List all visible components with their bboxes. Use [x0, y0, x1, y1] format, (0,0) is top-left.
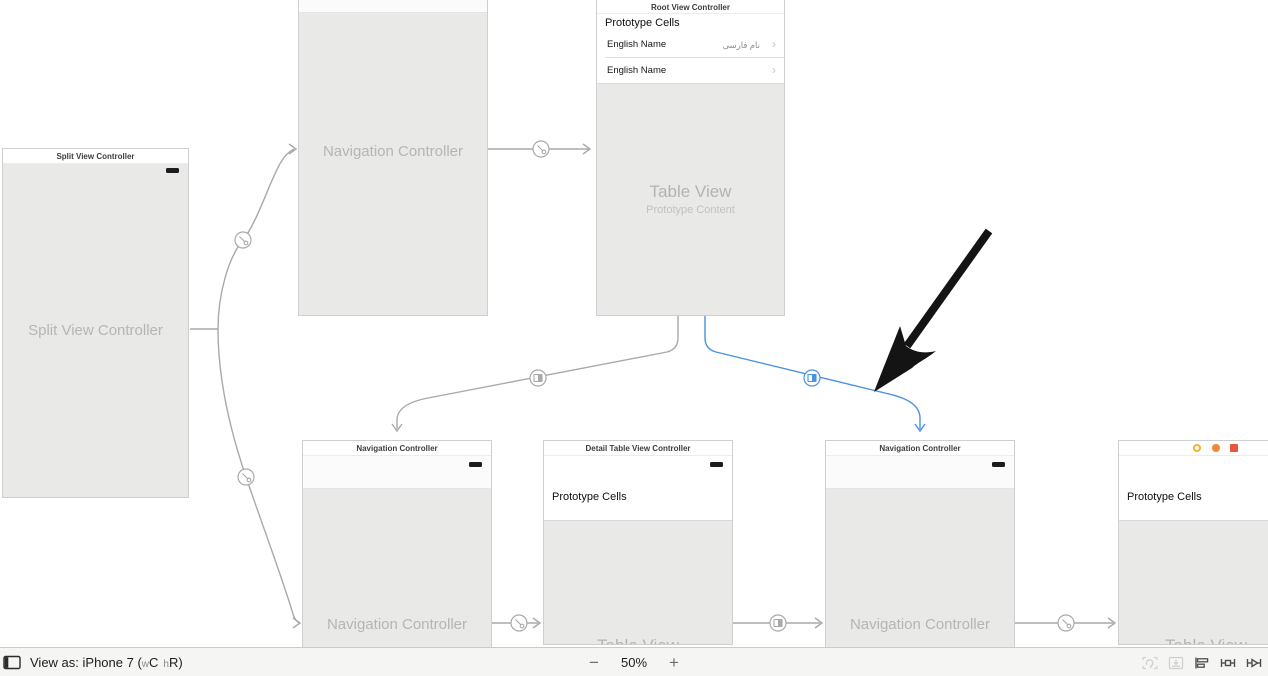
arrowhead [391, 423, 403, 433]
trait-r: R [168, 655, 179, 670]
arrowhead [1107, 617, 1117, 629]
segue-line-show-selected[interactable] [704, 316, 921, 429]
scene-title[interactable]: Navigation Controller [826, 441, 1014, 456]
table-row[interactable]: English Name › [597, 59, 784, 83]
zoom-controls: − 50% + [589, 648, 679, 676]
navigation-label: Navigation Controller [849, 616, 991, 633]
table-view-label: Table View [1119, 636, 1268, 644]
arrowhead [292, 617, 302, 629]
storyboard-canvas[interactable]: Split View Controller Split View Control… [0, 0, 1268, 647]
prototype-cells-header[interactable]: Prototype Cells [605, 17, 680, 29]
segue-line-master[interactable] [217, 148, 295, 330]
show-detail-segue-icon[interactable] [769, 614, 787, 632]
split-view-label: Split View Controller [28, 322, 163, 339]
zoom-out-button[interactable]: − [589, 653, 599, 672]
navigation-body[interactable]: Navigation Controller [826, 489, 1014, 647]
scene-title[interactable]: Navigation Controller [303, 441, 491, 456]
cell-label: English Name [607, 39, 667, 50]
scene-navigation-controller-bottom-right[interactable]: Navigation Controller Navigation Control… [825, 440, 1015, 647]
update-frames-icon [1142, 656, 1158, 669]
trait-c: C [149, 655, 159, 670]
scene-navigation-controller-bottom-left[interactable]: Navigation Controller Navigation Control… [302, 440, 492, 647]
prototype-content-label: Prototype Content [646, 204, 735, 216]
separator [1119, 520, 1268, 521]
scene-detail-table-view-controller[interactable]: Detail Table View Controller Prototype C… [543, 440, 733, 645]
resolve-layout-icon[interactable] [1245, 655, 1263, 671]
device-bar-toggle-icon[interactable] [3, 655, 23, 670]
scene-navigation-controller-top[interactable]: Navigation Controller [298, 0, 488, 316]
relationship-segue-icon[interactable] [234, 231, 252, 249]
segue-wires[interactable] [0, 0, 1268, 647]
scene-title[interactable]: Split View Controller [3, 149, 188, 164]
relationship-segue-icon[interactable] [1057, 614, 1075, 632]
navigation-bar[interactable] [303, 456, 491, 489]
scene-table-view-controller-partial[interactable]: Prototype Cells Table View [1118, 440, 1268, 645]
error-square-icon[interactable] [1230, 444, 1238, 452]
show-detail-segue-icon[interactable] [529, 369, 547, 387]
cell-detail: نام فارسی [722, 40, 760, 50]
show-detail-segue-icon-selected[interactable] [803, 369, 821, 387]
trait-h: h [163, 659, 169, 670]
table-view-area[interactable]: Table View Prototype Content [597, 84, 784, 315]
arrowhead [814, 617, 824, 629]
prototype-cells-header[interactable]: Prototype Cells [552, 491, 627, 503]
view-as-close: ) [178, 655, 183, 670]
separator [544, 520, 732, 521]
table-view-area[interactable]: Table View [1119, 521, 1268, 644]
battery-icon [166, 168, 179, 173]
scene-root-view-controller[interactable]: Root View Controller Prototype Cells Eng… [596, 0, 785, 316]
navigation-label: Navigation Controller [326, 616, 468, 633]
table-row[interactable]: English Name نام فارسی › [597, 33, 784, 57]
chevron-right-icon: › [772, 63, 776, 77]
arrowhead [582, 143, 592, 155]
warning-ring-icon[interactable] [1193, 444, 1201, 452]
annotation-arrow [874, 228, 993, 392]
battery-icon [710, 462, 723, 467]
split-view-body[interactable]: Split View Controller [3, 164, 188, 497]
navigation-bar[interactable] [826, 456, 1014, 489]
table-view-area[interactable]: Table View [544, 521, 732, 644]
navigation-body[interactable]: Navigation Controller [303, 489, 491, 647]
battery-icon [469, 462, 482, 467]
zoom-in-button[interactable]: + [669, 653, 679, 672]
navigation-body[interactable]: Navigation Controller [299, 13, 487, 315]
navigation-label: Navigation Controller [322, 143, 464, 160]
scene-title[interactable]: Detail Table View Controller [544, 441, 732, 456]
table-view-label: Table View [649, 182, 732, 201]
table-view-label: Table View [544, 636, 732, 644]
embed-in-stack-icon [1168, 656, 1184, 669]
arrowhead [288, 143, 298, 155]
trait-w: w [141, 659, 150, 670]
segue-line-show[interactable] [396, 316, 679, 429]
relationship-segue-icon[interactable] [510, 614, 528, 632]
segue-line-detail[interactable] [217, 328, 301, 624]
warning-dot-icon[interactable] [1212, 444, 1220, 452]
zoom-level[interactable]: 50% [620, 655, 648, 670]
chevron-right-icon: › [772, 37, 776, 51]
cell-label: English Name [607, 65, 667, 76]
relationship-segue-icon[interactable] [237, 468, 255, 486]
add-constraints-icon[interactable] [1219, 655, 1237, 671]
battery-icon [992, 462, 1005, 467]
separator [597, 83, 784, 84]
view-as-text: View as: iPhone 7 ( [30, 655, 142, 670]
scene-title[interactable] [1119, 441, 1268, 456]
navigation-bar[interactable] [299, 0, 487, 13]
scene-split-view-controller[interactable]: Split View Controller Split View Control… [2, 148, 189, 498]
prototype-cells-header[interactable]: Prototype Cells [1127, 491, 1202, 503]
relationship-segue-icon[interactable] [532, 140, 550, 158]
separator [605, 57, 784, 58]
scene-title[interactable]: Root View Controller [597, 0, 784, 14]
align-icon[interactable] [1193, 655, 1211, 671]
layout-tools [1141, 648, 1263, 676]
arrowhead [532, 617, 542, 629]
arrowhead-blue [914, 423, 926, 433]
